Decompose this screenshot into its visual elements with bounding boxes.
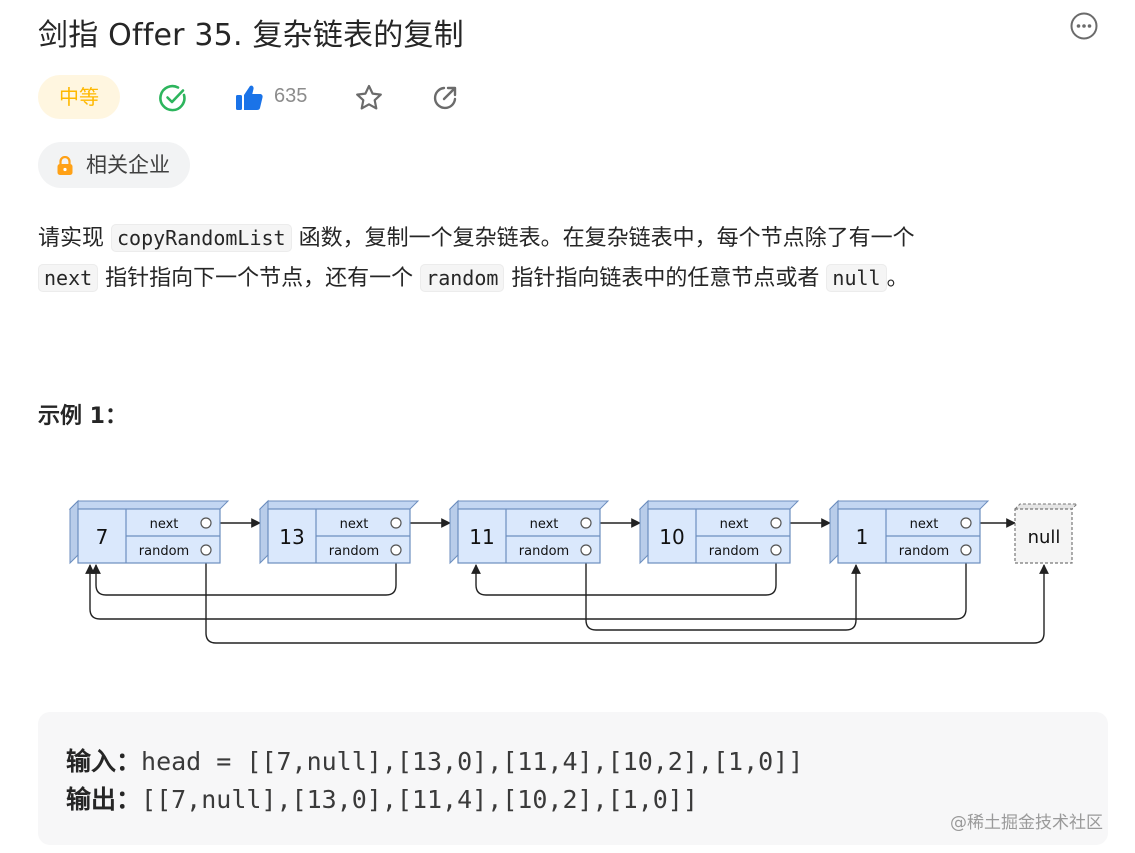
random-port [770, 544, 782, 556]
output-label: 输出： [66, 785, 142, 814]
example-code-block: 输入：head = [[7,null],[13,0],[11,4],[10,2]… [38, 712, 1108, 845]
next-port [580, 517, 592, 529]
more-horizontal-icon [1070, 12, 1098, 40]
watermark: @稀土掘金技术社区 [950, 813, 1103, 833]
description-text: 。 [886, 266, 909, 291]
example-output-row: 输出：[[7,null],[13,0],[11,4],[10,2],[1,0]] [66, 780, 698, 816]
inline-code: null [826, 264, 887, 292]
description-text: 指针指向链表中的任意节点或者 [504, 266, 827, 291]
null-label: null [1028, 527, 1061, 548]
node-next-label: next [150, 517, 179, 532]
inline-code: random [420, 264, 505, 292]
description-text: 函数，复制一个复杂链表。在复杂链表中，每个节点除了有一个 [291, 226, 915, 251]
share-icon[interactable] [430, 83, 460, 113]
node-random-label: random [709, 544, 759, 559]
inline-code: copyRandomList [111, 224, 292, 252]
node-value: 13 [279, 525, 304, 549]
random-port [960, 544, 972, 556]
description-text: 请实现 [38, 226, 111, 251]
random-arrow [91, 555, 397, 596]
node-next-label: next [910, 517, 939, 532]
list-node: 1 next random [828, 499, 990, 565]
list-node: 13 next random [258, 499, 420, 565]
null-node: null [1013, 503, 1079, 564]
input-label: 输入： [66, 747, 142, 776]
next-port [960, 517, 972, 529]
random-port [390, 544, 402, 556]
list-node: 11 next random [448, 499, 610, 565]
random-arrow [205, 555, 1049, 644]
next-port [200, 517, 212, 529]
next-port [770, 517, 782, 529]
list-node: 7 next random [68, 499, 230, 565]
node-next-label: next [530, 517, 559, 532]
linked-list-diagram: 7 next random 13 next random 11 next random 10 nex… [68, 499, 1079, 644]
check-circle-icon[interactable] [158, 83, 188, 113]
random-arrow [85, 555, 967, 620]
inline-code: next [38, 264, 99, 292]
node-random-label: random [519, 544, 569, 559]
difficulty-badge: 中等 [38, 75, 120, 119]
description-text: 指针指向下一个节点，还有一个 [98, 266, 421, 291]
like-count: 635 [274, 85, 308, 107]
node-value: 7 [96, 525, 109, 549]
related-companies-button[interactable]: 相关企业 [38, 142, 190, 188]
node-value: 1 [856, 525, 869, 549]
random-port [580, 544, 592, 556]
star-icon[interactable] [354, 83, 384, 113]
more-options-button[interactable] [1070, 12, 1098, 40]
output-value: [[7,null],[13,0],[11,4],[10,2],[1,0]] [141, 785, 698, 814]
list-node: 10 next random [638, 499, 800, 565]
node-random-label: random [139, 544, 189, 559]
node-next-label: next [720, 517, 749, 532]
random-arrow [471, 555, 777, 596]
node-random-label: random [329, 544, 379, 559]
node-next-label: next [340, 517, 369, 532]
random-arrow [585, 555, 861, 631]
example-input-row: 输入：head = [[7,null],[13,0],[11,4],[10,2]… [66, 742, 803, 778]
next-port [390, 517, 402, 529]
node-value: 11 [469, 525, 494, 549]
company-tag-label: 相关企业 [86, 153, 170, 177]
problem-title: 剑指 Offer 35. 复杂链表的复制 [38, 18, 464, 53]
example-title: 示例 1： [38, 404, 127, 429]
lock-icon [57, 156, 73, 175]
problem-description: 请实现 copyRandomList 函数，复制一个复杂链表。在复杂链表中，每个… [38, 218, 1108, 298]
thumbs-up-icon[interactable] [234, 83, 264, 113]
node-value: 10 [659, 525, 684, 549]
random-port [200, 544, 212, 556]
input-value: head = [[7,null],[13,0],[11,4],[10,2],[1… [141, 747, 804, 776]
node-random-label: random [899, 544, 949, 559]
